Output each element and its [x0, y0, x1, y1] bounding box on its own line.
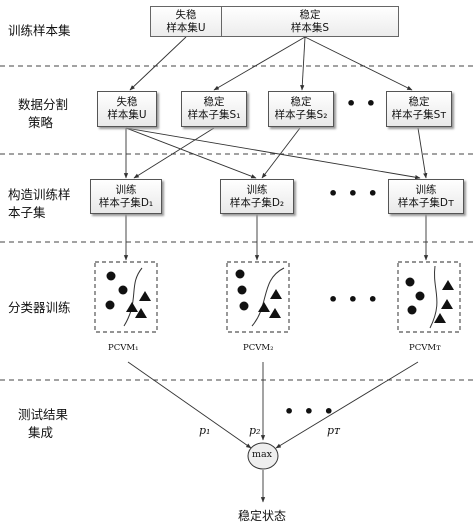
stage-label-partition-1: 数据分割 — [18, 97, 69, 112]
classifier-label-1: PCVM₁ — [108, 343, 139, 353]
stage-separators — [0, 65, 474, 381]
partition-ellipsis: • • • — [346, 94, 398, 113]
train-ellipsis: • • • — [328, 184, 380, 203]
classifier-1 — [94, 261, 158, 333]
stable-set-line1: 稳定 — [299, 8, 321, 21]
classifier-ellipsis: • • • — [328, 290, 380, 309]
stable-sample-set: 稳定 样本集S — [221, 6, 399, 37]
probability-p1: p₁ — [199, 424, 211, 437]
partition-box-line2: 样本子集S₁ — [187, 109, 241, 121]
arrows-to-max — [127, 361, 419, 503]
integration-ellipsis: • • • — [284, 402, 336, 421]
train-box-d1: 训练 样本子集D₁ — [90, 179, 162, 214]
train-box-d2: 训练 样本子集D₂ — [220, 179, 294, 214]
partition-box-line2: 样本子集Sᴛ — [391, 109, 447, 121]
stage-label-partition-2: 策略 — [28, 115, 54, 130]
classifier-T — [397, 261, 461, 333]
probability-pT: pᴛ — [327, 424, 341, 437]
stage-label-construct-1: 构造训练样 — [8, 187, 71, 202]
stage-label-training-set: 训练样本集 — [8, 23, 71, 38]
train-box-line2: 样本子集D₁ — [98, 196, 154, 209]
stable-set-line2: 样本集S — [290, 21, 330, 34]
train-box-line1: 训练 — [246, 183, 268, 196]
stage-label-integration-2: 集成 — [28, 425, 54, 440]
partition-box-unstable: 失稳 样本集U — [97, 91, 157, 127]
train-box-line2: 样本子集D₂ — [229, 196, 285, 209]
classifier-label-T: PCVMᴛ — [409, 343, 441, 353]
partition-box-line2: 样本集U — [107, 109, 147, 121]
max-label: max — [252, 449, 273, 460]
stage-label-construct-2: 本子集 — [8, 205, 46, 220]
probability-p2: p₂ — [249, 424, 261, 437]
stage-label-classifier: 分类器训练 — [8, 300, 71, 315]
train-box-line1: 训练 — [415, 183, 437, 196]
train-box-line1: 训练 — [115, 183, 137, 196]
partition-box-s1: 稳定 样本子集S₁ — [181, 91, 247, 127]
partition-box-line1: 稳定 — [203, 96, 225, 108]
arrows-top-to-partition — [129, 36, 413, 91]
partition-box-line1: 失稳 — [116, 96, 138, 108]
train-box-dt: 训练 样本子集Dᴛ — [388, 179, 464, 214]
partition-box-line1: 稳定 — [408, 96, 430, 108]
stage-label-integration-1: 测试结果 — [18, 407, 69, 422]
partition-box-line2: 样本子集S₂ — [274, 109, 328, 121]
max-node — [247, 442, 279, 470]
arrows-partition-to-train — [123, 127, 428, 180]
classifier-label-2: PCVM₂ — [243, 343, 274, 353]
output-stable-state: 稳定状态 — [238, 509, 287, 523]
unstable-set-line1: 失稳 — [175, 8, 197, 21]
arrows-train-to-classifier — [123, 214, 429, 261]
partition-box-st: 稳定 样本子集Sᴛ — [386, 91, 452, 127]
unstable-set-line2: 样本集U — [166, 21, 206, 34]
partition-box-s2: 稳定 样本子集S₂ — [268, 91, 334, 127]
unstable-sample-set: 失稳 样本集U — [150, 6, 222, 37]
classifier-2 — [226, 261, 290, 333]
train-box-line2: 样本子集Dᴛ — [397, 196, 455, 209]
partition-box-line1: 稳定 — [290, 96, 312, 108]
